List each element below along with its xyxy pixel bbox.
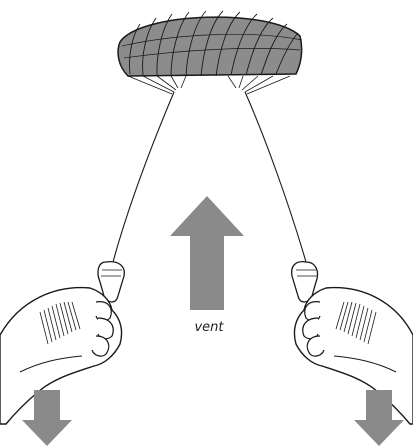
kite-icon — [117, 10, 303, 95]
arrow-down-icon — [22, 390, 72, 446]
kite-ribs — [121, 10, 303, 77]
left-handle — [97, 260, 125, 303]
right-hand — [290, 260, 413, 425]
hand-icon — [290, 260, 413, 425]
wind-label: vent — [194, 320, 224, 335]
kite-lines — [112, 91, 307, 263]
hand-icon — [0, 260, 125, 425]
wind-arrow — [170, 196, 244, 310]
right-flying-line — [244, 91, 307, 263]
kite-canopy — [117, 16, 303, 77]
right-pull-arrow — [354, 390, 404, 446]
left-hand — [0, 260, 125, 425]
right-handle — [290, 260, 319, 303]
arrow-down-icon — [354, 390, 404, 446]
left-pull-arrow — [22, 390, 72, 446]
left-flying-line — [112, 91, 175, 263]
kite-bridle — [127, 75, 291, 95]
arrow-up-icon — [170, 196, 244, 310]
